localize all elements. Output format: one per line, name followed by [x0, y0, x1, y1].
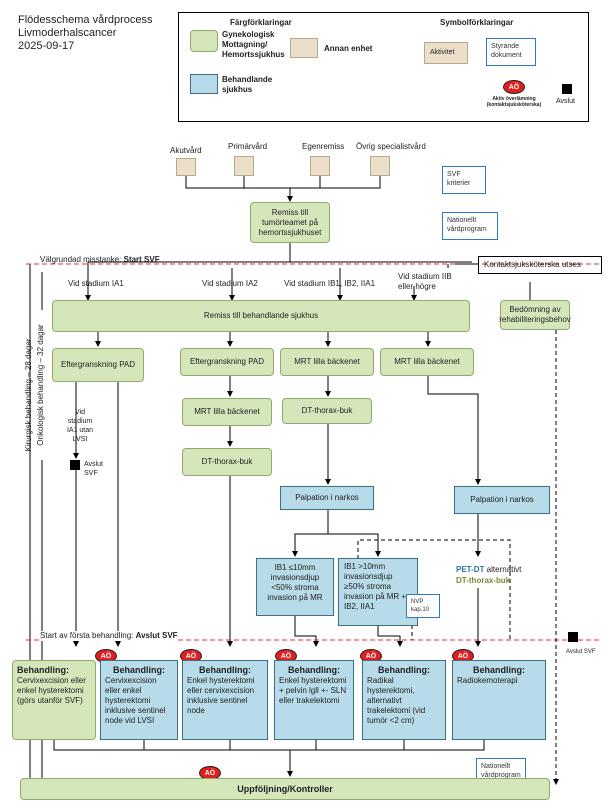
end-svf-text: Start av första behandling: Avslut SVF: [40, 631, 178, 641]
col1-avslut-label: Avslut SVF: [84, 461, 103, 477]
treatment-box-6: Behandling: Radiokemoterapi: [452, 660, 546, 740]
col4-palpation-box: Palpation i narkos: [454, 486, 550, 514]
treatment-2-title: Behandling:: [113, 665, 165, 675]
source-label-primarvard: Primärvård: [228, 142, 268, 151]
col1-stop-symbol: [70, 460, 80, 470]
source-label-akutvard: Akutvård: [170, 146, 202, 155]
contact-nurse-label: Kontaktsjuksköterska utses: [484, 260, 581, 269]
col3-palpation-box: Palpation i narkos: [280, 486, 374, 510]
legend-stop-label: Avslut: [556, 98, 575, 105]
legend-blue-label: Behandlande sjukhus: [222, 75, 273, 94]
stage-ia1-label: Vid stadium IA1: [68, 279, 124, 288]
end-svf-label: Avslut SVF: [135, 631, 178, 640]
end-svf-prefix: Start av första behandling:: [40, 631, 136, 640]
legend-activity-box: [424, 42, 468, 64]
rehab-assessment-box: Bedömning av rehabiliteringsbehov: [499, 300, 571, 330]
national-care-program-doc: Nationellt vårdprogram: [442, 212, 498, 240]
col1-ia1-note: Vid stadium IA1 utan LVSI: [66, 409, 94, 443]
legend-stop-symbol: [562, 84, 572, 94]
source-label-egenremiss: Egenremiss: [302, 142, 345, 151]
legend-activity-label: Aktivitet: [430, 49, 455, 56]
nvp-chapter10-doc: NVP kap.10: [406, 594, 440, 618]
legend-box: [178, 12, 589, 122]
treatment-6-title: Behandling:: [473, 665, 525, 675]
treatment-3-title: Behandling:: [199, 665, 251, 675]
source-box-egenremiss: [310, 156, 330, 176]
source-box-primarvard: [234, 156, 254, 176]
stage-ia2-label: Vid stadium IA2: [202, 279, 258, 288]
followup-box: Uppföljning/Kontroller: [20, 778, 550, 800]
end-svf-right-label: Avslut SVF: [566, 649, 596, 655]
end-svf-stop-symbol: [568, 632, 578, 642]
branch-small-tumor-box: IB1 ≤10mm invasionsdjup <50% stroma inva…: [256, 558, 334, 616]
svf-criteria-doc: SVF kriterier: [442, 166, 486, 194]
legend-green-swatch: [190, 30, 218, 52]
legend-doc-shape: Styrande dokument: [486, 38, 536, 66]
treatment-box-4: Behandling: Enkel hysterektomi + pelvin …: [274, 660, 354, 740]
petdt-label-b: alternativt: [484, 565, 522, 574]
col2-mrt-box: MRT lilla bäckenet: [182, 398, 272, 426]
start-svf-text: Välgrundad misstanke: Start SVF: [40, 255, 160, 265]
source-label-ovrig: Övrig specialistvård: [356, 142, 426, 151]
document-header: Flödesschema vårdprocess Livmoderhalscan…: [18, 14, 153, 53]
legend-color-title: Färgförklaringar: [230, 18, 292, 27]
treatment-4-title: Behandling:: [288, 665, 340, 675]
col3-dt-box: DT-thorax-buk: [282, 398, 372, 424]
treatment-2-body: Cervixexcision eller enkel hysterektomi …: [105, 676, 166, 725]
petdt-label-c: DT-thorax-buk: [456, 576, 511, 585]
treatment-box-5: Behandling: Radikal hysterektomi, altern…: [362, 660, 446, 740]
col2-dt-box: DT-thorax-buk: [182, 448, 272, 476]
treatment-box-3: Behandling: Enkel hysterektomi eller cer…: [182, 660, 268, 740]
petdt-label: PET-DT alternativt DT-thorax-buk: [456, 564, 556, 586]
legend-other-swatch: [290, 38, 318, 58]
referral-box: Remiss till tumörteamet på hemortssjukhu…: [250, 202, 330, 243]
source-box-akutvard: [176, 158, 196, 176]
col3-mrt-box: MRT lilla bäckenet: [280, 348, 374, 376]
treatment-6-body: Radiokemoterapi: [457, 676, 518, 685]
treatment-5-title: Behandling:: [378, 665, 430, 675]
treatment-4-body: Enkel hysterektomi + pelvin lgll +- SLN …: [279, 676, 347, 705]
source-box-ovrig: [370, 156, 390, 176]
start-svf-prefix: Välgrundad misstanke:: [40, 255, 124, 264]
lane-label-oncological: Onkologisk behandling – 32 dagar: [36, 310, 45, 460]
legend-ao-desc: Aktiv överlämning (kontaktsjuksköterska): [486, 96, 542, 108]
contact-nurse-box: [478, 256, 602, 274]
treatment-1-body: Cervixexcision eller enkel hysterektomi …: [17, 676, 86, 705]
col4-mrt-box: MRT lilla bäckenet: [380, 348, 474, 376]
legend-green-label: Gynekologisk Mottagning/ Hemortssjukhus: [222, 30, 285, 59]
treatment-1-title: Behandling:: [17, 665, 69, 675]
treatment-box-1: Behandling: Cervixexcision eller enkel h…: [12, 660, 96, 740]
branch-large-tumor-box: IB1 >10mm invasionsdjup ≥50% stroma inva…: [338, 558, 418, 626]
header-title: Flödesschema vårdprocess: [18, 14, 153, 26]
col1-pad-review-box: Eftergranskning PAD: [52, 348, 144, 382]
legend-ao-symbol: AÖ: [503, 80, 525, 94]
legend-symbol-title: Symbolförklaringar: [440, 18, 514, 27]
treatment-box-2: Behandling: Cervixexcision eller enkel h…: [100, 660, 178, 740]
start-svf-label: Start SVF: [123, 255, 160, 264]
header-date: 2025-09-17: [18, 40, 75, 52]
legend-other-label: Annan enhet: [324, 44, 373, 53]
stage-iib-label: Vid stadium IIB eller högre: [398, 272, 452, 291]
stage-ib1-label: Vid stadium IB1, IB2, IIA1: [284, 279, 376, 288]
header-subtitle: Livmoderhalscancer: [18, 27, 117, 39]
petdt-label-a: PET-DT: [456, 565, 485, 574]
legend-blue-swatch: [190, 74, 218, 94]
lane-label-surgical: Kirurgisk behandling – 28 dagar: [24, 338, 33, 452]
col2-pad-review-box: Eftergranskning PAD: [180, 348, 274, 376]
treatment-3-body: Enkel hysterektomi eller cervixexcision …: [187, 676, 255, 715]
treatment-5-body: Radikal hysterektomi, alternativt trakel…: [367, 676, 426, 725]
remiss-treating-hospital-box: Remiss till behandlande sjukhus: [52, 300, 470, 332]
